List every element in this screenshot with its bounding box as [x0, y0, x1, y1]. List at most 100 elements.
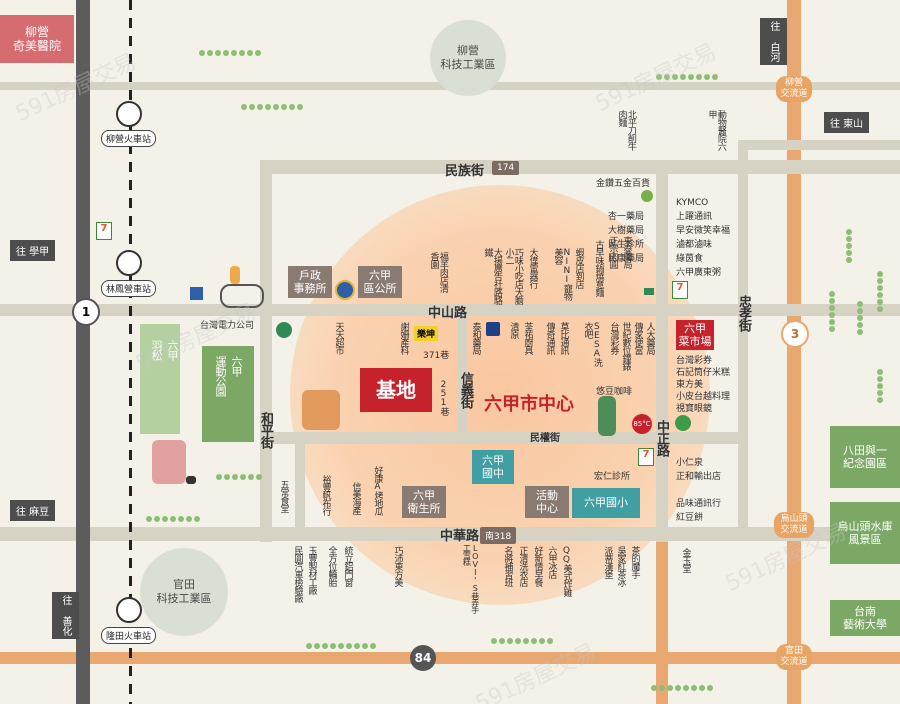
tree-column	[828, 290, 836, 333]
shop-jinyu: 金玉堂	[680, 548, 691, 572]
list-east-right-4: 綠茵食	[676, 254, 704, 264]
science-park-top-label: 柳營 科技工業區	[440, 43, 496, 71]
sign-xuejia: 往 學甲	[10, 240, 56, 261]
shop-south-left-7: 好康A烤地瓜	[372, 466, 383, 515]
shop-north-1: 大揚廣告社路駱鐵	[482, 248, 502, 304]
zhongxiao-street	[738, 140, 748, 540]
railway-line	[76, 0, 90, 704]
shop-mid-0: 天天超市	[333, 322, 344, 354]
shop-north-4: NINI寵物美容	[552, 248, 572, 300]
shop-south-left-3: 全方位輪胎	[326, 546, 337, 586]
tree-row	[490, 630, 570, 649]
interchange-liuying: 柳營 交流道	[776, 76, 812, 102]
list-far-south-1: 紅豆餅	[676, 513, 704, 523]
shop-south-right-0: 巧沛東方美	[392, 546, 403, 586]
tree-row	[198, 42, 273, 61]
junior-high: 六甲 國中	[472, 450, 514, 484]
power-icon	[276, 322, 292, 338]
road-heping: 和平街	[258, 412, 273, 448]
shop-north-2: 巧味小吃店大膽小二	[503, 248, 523, 304]
road-xinyi: 信義街	[458, 372, 473, 408]
station-longtian: 隆田火車站	[101, 627, 157, 644]
highway-3	[787, 0, 801, 704]
ring-road	[738, 140, 900, 150]
dog-icon	[186, 476, 196, 484]
science-park-bottom-label: 官田 科技工業區	[156, 577, 212, 605]
shop-mid-6: 莫比通訊	[558, 322, 569, 354]
road-zhongzheng: 中正路	[654, 420, 669, 456]
sign-baihe: 往 白河	[760, 18, 787, 65]
tree-row	[655, 66, 730, 85]
list-east-right-2: 早安微笑幸福	[676, 226, 731, 236]
shop-north-3: 大偉電器行	[527, 248, 538, 288]
xinyi-street	[457, 316, 467, 436]
list-east-top-2: 大樹藥局	[608, 226, 645, 236]
hospital-label: 柳營 奇美醫院	[0, 15, 74, 63]
market-label: 六甲 菜市場	[676, 320, 714, 350]
list-east-right-5: 六甲廣東粥	[676, 268, 722, 278]
sign-madou: 往 麻豆	[10, 500, 56, 521]
road-zhongxiao: 忠孝街	[736, 295, 751, 331]
tree-row	[145, 508, 220, 527]
shop-mid-3: 清原	[508, 322, 519, 338]
shop-mid-1: 謝姍產科	[398, 322, 409, 354]
tree-column	[845, 228, 853, 264]
shop-south-right-7: 派蒂漢堡	[602, 546, 613, 578]
shop-north-0: 福羊肉店清香園	[428, 252, 448, 292]
walker-icon	[598, 396, 616, 436]
shop-south-left-2: 玉豐製材工廠	[306, 546, 317, 594]
shop-north-8: 東泰藥局	[621, 236, 632, 268]
badminton-area	[140, 324, 180, 434]
road-zhongshan: 中山路	[428, 306, 468, 321]
activity-center: 活動 中心	[525, 486, 569, 518]
site-marker: 基地	[360, 368, 432, 412]
list-east-right-0: KYMCO	[676, 198, 709, 208]
sign-shanhua: 往 善化	[52, 592, 79, 639]
train-icon	[116, 597, 142, 623]
center-title: 六甲市中心	[484, 394, 574, 415]
badajiu-park: 八田與一 紀念園區	[830, 426, 900, 488]
parking-icon	[190, 287, 203, 300]
shop-south-right-4: 好新情早餐	[532, 546, 543, 586]
list-east-top-1: 杏一藥局	[608, 212, 645, 222]
shop-top-1: 動物醫院六甲	[706, 110, 726, 150]
list-east-right-3: 滷都滷味	[676, 240, 713, 250]
health-center: 六甲 衛生所	[402, 486, 446, 518]
road-minzu-no: 174	[492, 161, 520, 175]
shop-top-0: 北平刀削牛肉麵	[616, 110, 636, 150]
east-orange-road	[656, 540, 668, 704]
zhongzheng-road	[656, 174, 668, 542]
list-south-east-1: 正和輸出店	[676, 472, 722, 482]
station-linfengying: 林鳳營車站	[101, 280, 157, 297]
elementary-school: 六甲國小	[572, 488, 640, 518]
list-south-east-0: 小仁泉	[676, 458, 704, 468]
hongren-clinic: 宏仁診所	[594, 472, 631, 482]
shop-mid-10: 傳家便當	[632, 322, 643, 354]
list-market-0: 台灣彩券	[676, 356, 713, 366]
household-office: 戶政 事務所	[288, 266, 332, 298]
shop-north-5: 蝦皮店到店	[573, 248, 584, 288]
sports-park-area	[202, 346, 254, 442]
road-minquan: 民權街	[530, 433, 560, 444]
shop-south-right-3: 正清洗衣店	[517, 546, 528, 586]
shop-mid-2: 泰和藥局	[470, 322, 481, 354]
shield-3: 3	[781, 320, 809, 348]
shop-south-right-5: 六甲冰店	[546, 546, 557, 578]
shop-north-7: 正宗肉圓	[607, 236, 618, 268]
shop-south-left-0: 五常食堂	[278, 480, 289, 512]
family-icon	[152, 440, 186, 484]
shop-south-right-1: LOVI'S巷弄手工雪糕	[462, 544, 480, 613]
tnua: 台南 藝術大學	[830, 600, 900, 636]
science-park-bottom: 官田 科技工業區	[140, 548, 228, 636]
shop-south-left-6: 信美海產	[350, 482, 361, 514]
list-east-top-3: 民生診所	[608, 240, 645, 250]
station-liuying: 柳營火車站	[101, 130, 157, 147]
bicycle-icon	[220, 284, 264, 308]
list-market-1: 石記筒仔米糕	[676, 368, 731, 378]
shop-south-right-9: 茶的魔手	[629, 546, 640, 578]
youdou-cafe: 悠豆咖啡	[596, 387, 633, 397]
list-east-top-4: 民康藥局	[608, 254, 645, 264]
zhongshan-road	[260, 162, 272, 542]
tree-row	[240, 96, 320, 115]
